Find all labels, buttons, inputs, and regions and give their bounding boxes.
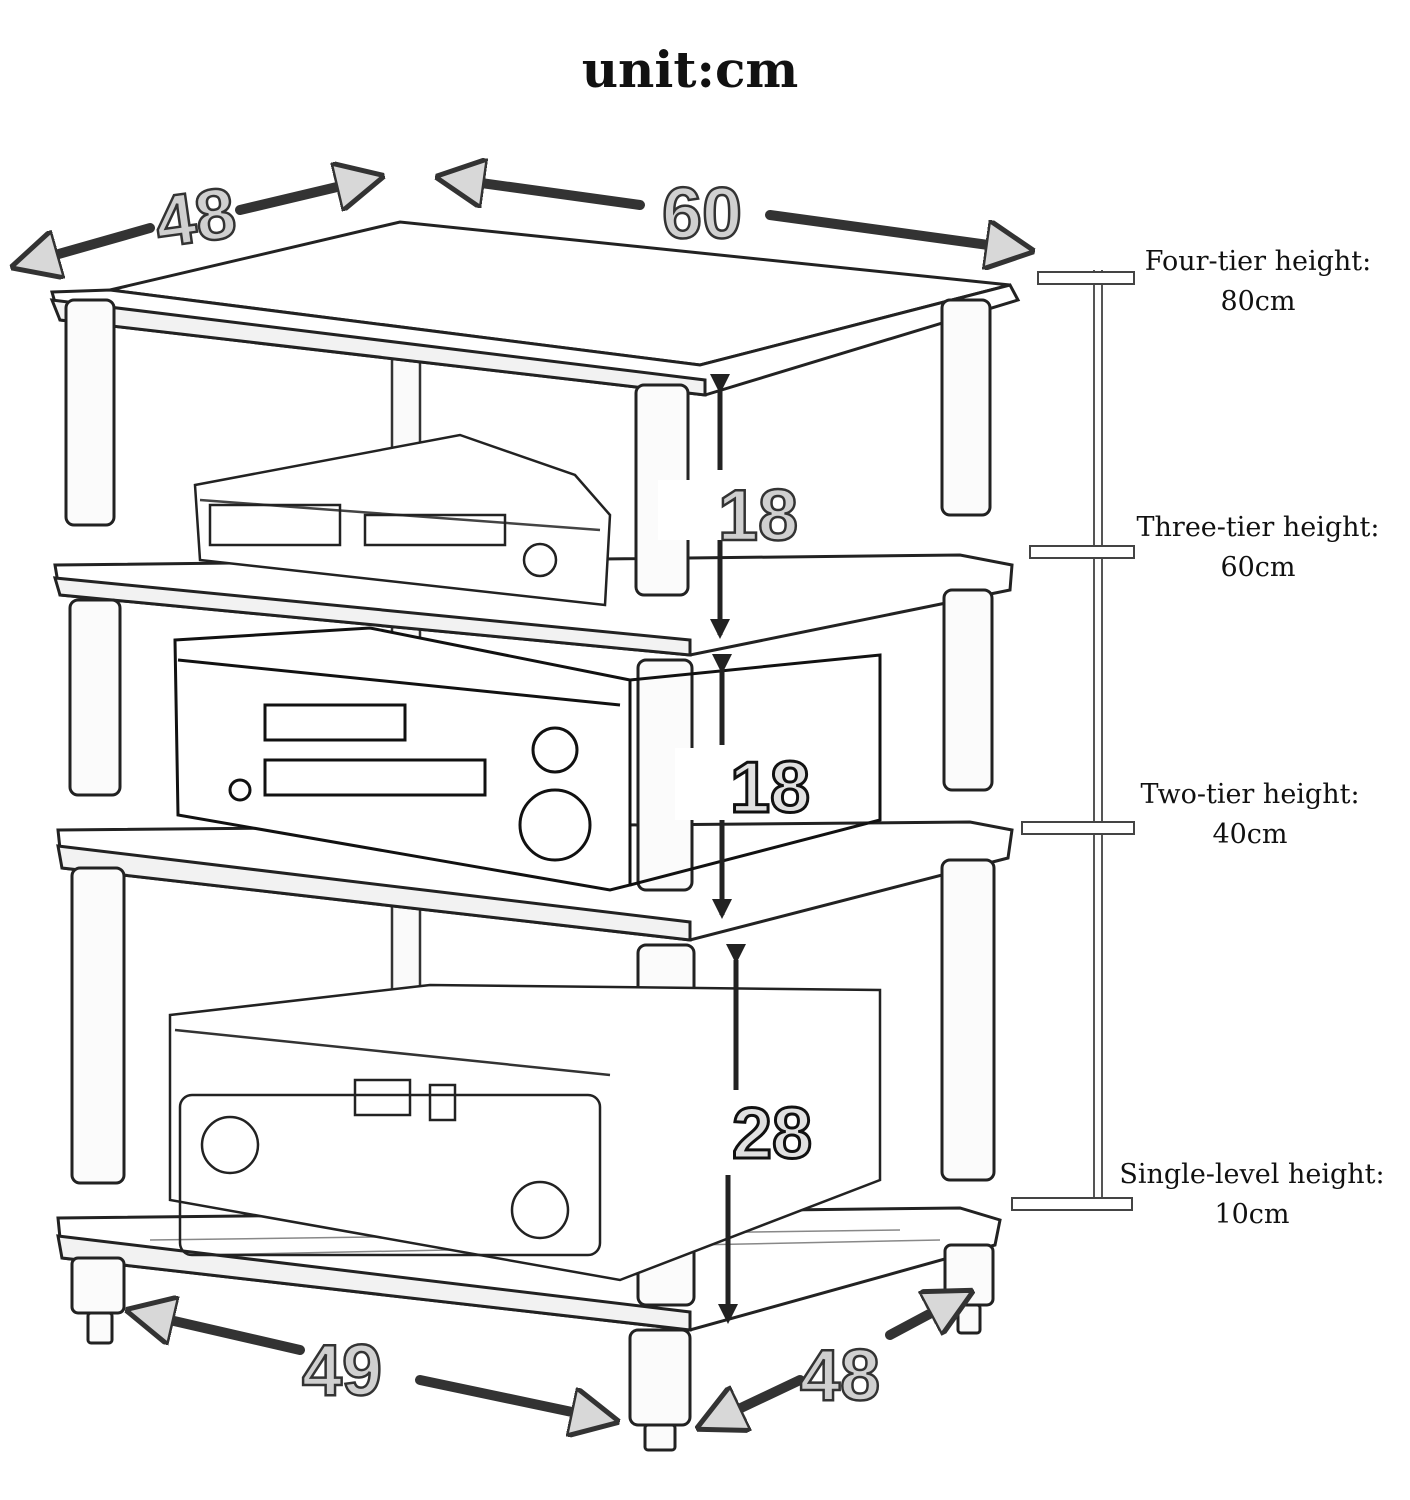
equipment-middle bbox=[173, 626, 882, 892]
tick-four-tier bbox=[1037, 271, 1135, 285]
unit-title: unit:cm bbox=[581, 40, 799, 99]
height-scale-bar bbox=[1011, 270, 1135, 1211]
height-two-tier-label: Two-tier height: bbox=[1140, 779, 1360, 810]
dim-bottom-depth: 48 bbox=[800, 1336, 880, 1416]
equipment-upper bbox=[193, 433, 612, 607]
height-two-tier-value: 40cm bbox=[1212, 819, 1288, 850]
dimension-labels: 48 60 18 18 28 49 48 bbox=[149, 172, 881, 1418]
dim-bottom-width: 49 bbox=[302, 1331, 382, 1411]
height-four-tier-value: 80cm bbox=[1220, 286, 1296, 317]
rack-front-legs bbox=[64, 298, 996, 1452]
height-four-tier: Four-tier height: 80cm bbox=[1098, 242, 1410, 322]
dimension-arrows bbox=[20, 178, 1025, 1425]
height-three-tier-label: Three-tier height: bbox=[1136, 512, 1380, 543]
label-masks bbox=[658, 480, 730, 1168]
height-single-level-label: Single-level height: bbox=[1119, 1159, 1385, 1190]
dim-gap-middle: 18 bbox=[730, 748, 810, 828]
height-four-tier-label: Four-tier height: bbox=[1144, 246, 1372, 277]
height-two-tier: Two-tier height: 40cm bbox=[1090, 775, 1410, 855]
dim-gap-bottom: 28 bbox=[732, 1094, 812, 1174]
height-single-level-value: 10cm bbox=[1214, 1199, 1290, 1230]
dim-gap-top: 18 bbox=[718, 476, 798, 556]
gap-arrows bbox=[710, 374, 746, 1324]
shelf-top bbox=[49, 220, 1021, 397]
dim-top-width: 60 bbox=[662, 174, 742, 254]
shelf-third bbox=[56, 820, 1014, 942]
height-single-level: Single-level height: 10cm bbox=[1092, 1155, 1410, 1235]
height-three-tier: Three-tier height: 60cm bbox=[1098, 508, 1410, 588]
tick-three-tier bbox=[1029, 545, 1135, 559]
dim-top-depth: 48 bbox=[150, 173, 240, 263]
shelf-second bbox=[52, 553, 1014, 657]
equipment-lower bbox=[168, 983, 882, 1282]
height-three-tier-value: 60cm bbox=[1220, 552, 1296, 583]
shelf-bottom bbox=[56, 1206, 1002, 1332]
tick-single-level bbox=[1011, 1197, 1133, 1211]
tick-two-tier bbox=[1021, 821, 1135, 835]
